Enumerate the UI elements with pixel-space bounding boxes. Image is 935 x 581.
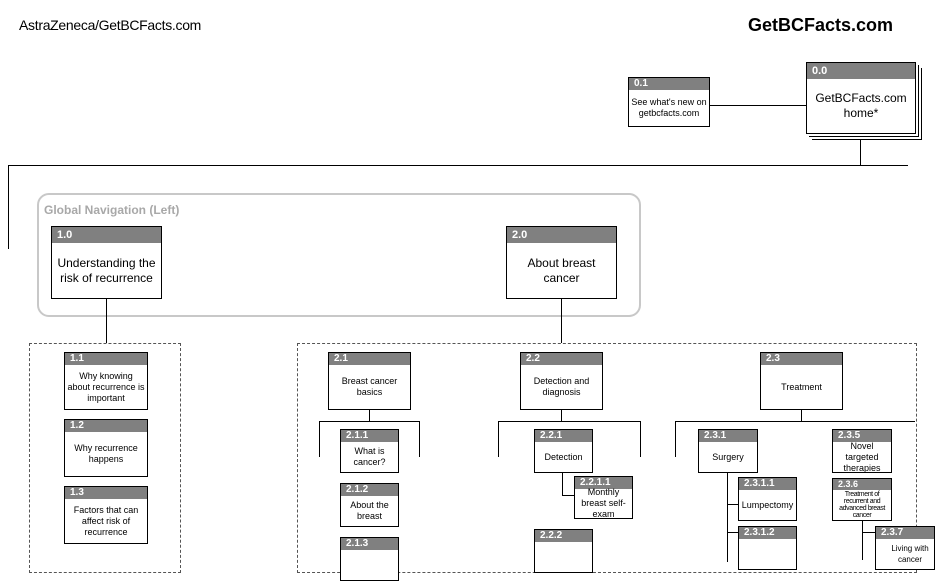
connector	[801, 409, 802, 421]
global-navigation-label: Global Navigation (Left)	[44, 203, 180, 217]
node-home[interactable]: 0.0 GetBCFacts.com home*	[806, 62, 916, 134]
node-label: GetBCFacts.com home*	[815, 91, 907, 120]
node-id: 2.1	[329, 353, 410, 365]
node-label: Monthly breast self-exam	[581, 487, 626, 519]
site-title: GetBCFacts.com	[748, 15, 894, 35]
connector	[675, 421, 676, 457]
node-id: 2.3.5	[833, 430, 891, 442]
node-living-with-cancer[interactable]: 2.3.7 Living with cancer	[875, 526, 935, 570]
connector	[640, 421, 641, 457]
node-label: About breast cancer	[527, 255, 596, 285]
node-label: Detection and diagnosis	[533, 376, 590, 397]
section-2-container	[297, 343, 917, 573]
connector	[562, 495, 575, 496]
node-id: 1.0	[52, 227, 161, 243]
node-id: 2.3.1.1	[739, 478, 796, 490]
node-treatment[interactable]: 2.3 Treatment	[760, 352, 843, 410]
global-navigation-group	[37, 193, 641, 317]
connector	[561, 409, 562, 421]
node-label: See what's new on getbcfacts.com	[631, 97, 707, 118]
node-label: Lumpectomy	[741, 499, 794, 510]
node-label: What is cancer?	[353, 446, 386, 467]
connector	[369, 409, 370, 421]
section-1-container	[29, 343, 181, 573]
node-id: 2.2.1	[535, 430, 592, 442]
connector	[106, 298, 107, 343]
node-label: Why knowing about recurrence is importan…	[67, 370, 145, 403]
node-why-knowing-recurrence[interactable]: 1.1 Why knowing about recurrence is impo…	[64, 352, 148, 410]
node-label: About the breast	[350, 500, 389, 521]
node-what-is-cancer[interactable]: 2.1.1 What is cancer?	[340, 429, 399, 473]
connector	[419, 421, 420, 457]
node-id: 1.1	[65, 353, 147, 365]
node-label	[535, 542, 592, 572]
node-understanding-recurrence[interactable]: 1.0 Understanding the risk of recurrence	[51, 226, 162, 299]
node-label: Why recurrence happens	[74, 443, 138, 464]
node-2-2-2[interactable]: 2.2.2	[534, 529, 593, 573]
node-label: Living with cancer	[891, 544, 929, 564]
node-id: 0.0	[807, 63, 915, 79]
connector	[8, 165, 9, 249]
connector	[498, 421, 641, 422]
node-label	[739, 539, 796, 569]
node-id: 2.3.6	[833, 479, 891, 490]
node-lumpectomy[interactable]: 2.3.1.1 Lumpectomy	[738, 477, 797, 521]
connector	[862, 532, 876, 533]
node-risk-factors[interactable]: 1.3 Factors that can affect risk of recu…	[64, 486, 148, 544]
connector	[727, 504, 739, 505]
node-id: 1.3	[65, 487, 147, 499]
node-monthly-self-exam[interactable]: 2.2.1.1 Monthly breast self-exam	[574, 476, 633, 519]
connector	[727, 532, 739, 533]
node-label: Factors that can affect risk of recurren…	[73, 504, 139, 537]
node-label: Novel targeted therapies	[843, 440, 881, 473]
node-2-3-1-2[interactable]: 2.3.1.2	[738, 526, 797, 570]
node-surgery[interactable]: 2.3.1 Surgery	[698, 429, 758, 473]
connector	[8, 165, 908, 166]
node-id: 2.2	[521, 353, 602, 365]
node-id: 2.1.1	[341, 430, 398, 442]
node-id: 2.3.7	[876, 527, 934, 539]
node-id: 2.3	[761, 353, 842, 365]
node-id: 2.3.1	[699, 430, 757, 442]
node-detection[interactable]: 2.2.1 Detection	[534, 429, 593, 473]
node-label: Breast cancer basics	[341, 376, 398, 397]
node-label: Detection	[544, 451, 583, 462]
node-breast-cancer-basics[interactable]: 2.1 Breast cancer basics	[328, 352, 411, 410]
connector	[562, 472, 563, 496]
node-label: Treatment of recurrent and advanced brea…	[839, 491, 885, 519]
node-id: 0.1	[629, 78, 709, 90]
connector	[860, 139, 861, 166]
node-novel-targeted-therapies[interactable]: 2.3.5 Novel targeted therapies	[832, 429, 892, 473]
node-detection-diagnosis[interactable]: 2.2 Detection and diagnosis	[520, 352, 603, 410]
connector	[319, 421, 420, 422]
node-label: Treatment	[781, 381, 822, 392]
node-why-recurrence-happens[interactable]: 1.2 Why recurrence happens	[64, 419, 148, 477]
node-2-1-3[interactable]: 2.1.3	[340, 537, 399, 581]
node-id: 2.1.2	[341, 484, 398, 496]
connector	[709, 105, 806, 106]
connector	[319, 421, 320, 457]
node-whats-new[interactable]: 0.1 See what's new on getbcfacts.com	[628, 77, 710, 127]
source-credit: AstraZeneca/GetBCFacts.com	[19, 17, 202, 33]
connector	[675, 421, 915, 422]
node-about-the-breast[interactable]: 2.1.2 About the breast	[340, 483, 399, 527]
node-id: 1.2	[65, 420, 147, 432]
node-id: 2.2.2	[535, 530, 592, 542]
node-label: Understanding the risk of recurrence	[57, 255, 156, 285]
node-id: 2.2.1.1	[575, 477, 632, 489]
node-about-breast-cancer[interactable]: 2.0 About breast cancer	[506, 226, 617, 299]
connector	[862, 520, 863, 560]
node-id: 2.1.3	[341, 538, 398, 550]
connector	[498, 421, 499, 457]
node-id: 2.0	[507, 227, 616, 243]
node-id: 2.3.1.2	[739, 527, 796, 539]
connector	[727, 472, 728, 562]
node-treatment-recurrent-advanced[interactable]: 2.3.6 Treatment of recurrent and advance…	[832, 478, 892, 521]
node-label	[341, 550, 398, 580]
connector	[561, 298, 562, 343]
node-label: Surgery	[712, 451, 744, 462]
